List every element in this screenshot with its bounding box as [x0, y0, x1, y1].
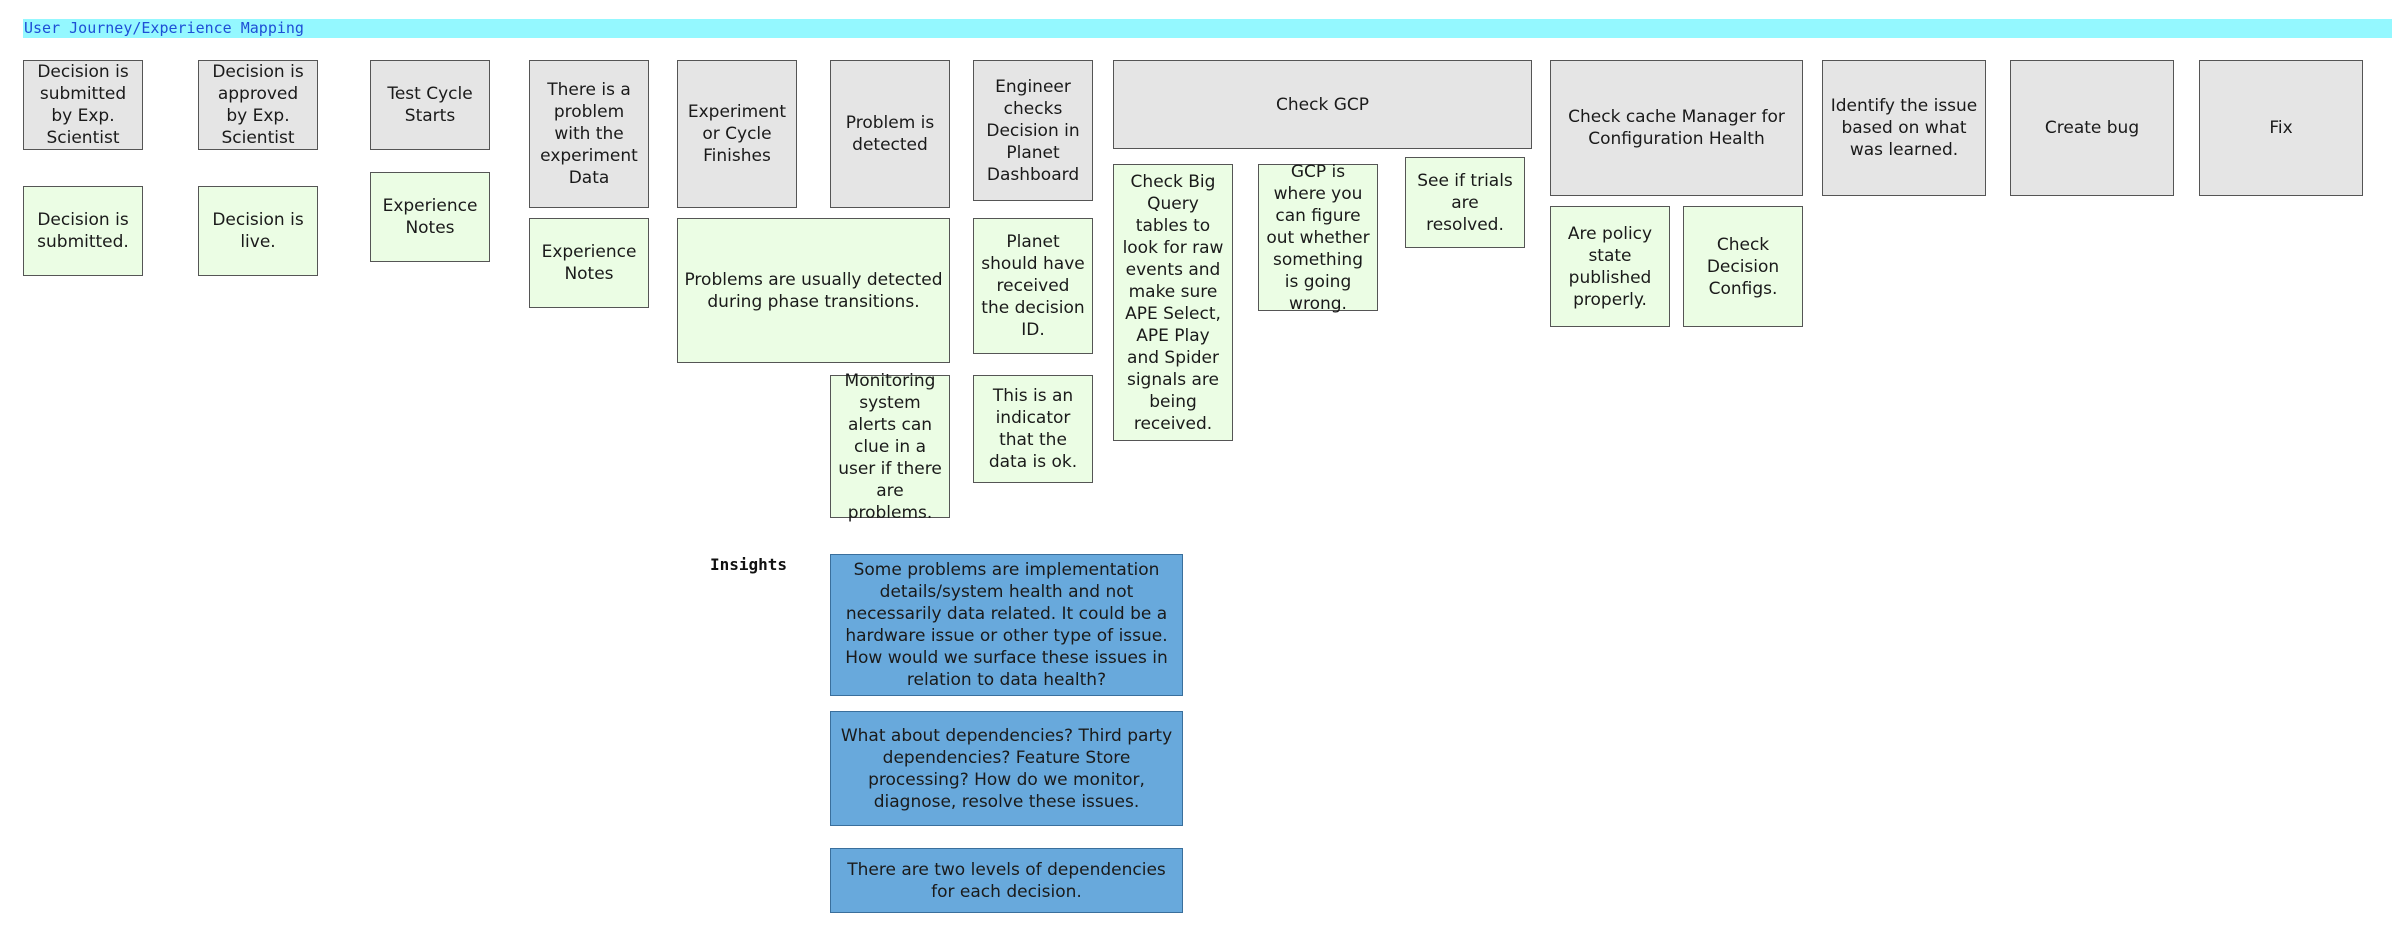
insight-note-dependencies[interactable]: What about dependencies? Third party dep… — [830, 711, 1183, 826]
step-note-test-cycle[interactable]: Test Cycle Starts — [370, 60, 490, 150]
experience-note-live[interactable]: Decision is live. — [198, 186, 318, 276]
experience-note-data-ok[interactable]: This is an indicator that the data is ok… — [973, 375, 1093, 483]
experience-note-decision-configs[interactable]: Check Decision Configs. — [1683, 206, 1803, 327]
experience-note-monitoring-alerts[interactable]: Monitoring system alerts can clue in a u… — [830, 371, 950, 523]
step-note-problem-detected[interactable]: Problem is detected — [830, 60, 950, 208]
step-note-submitted[interactable]: Decision is submitted by Exp. Scientist — [23, 60, 143, 150]
insight-note-dependency-levels[interactable]: There are two levels of dependencies for… — [830, 848, 1183, 913]
insights-label: Insights — [710, 555, 788, 574]
experience-note-submitted[interactable]: Decision is submitted. — [23, 186, 143, 276]
experience-note-gcp-diagnosis[interactable]: GCP is where you can figure out whether … — [1258, 162, 1378, 314]
step-note-fix[interactable]: Fix — [2199, 60, 2363, 196]
experience-note-phase-transitions[interactable]: Problems are usually detected during pha… — [677, 218, 950, 363]
page-title: User Journey/Experience Mapping — [24, 19, 304, 37]
experience-note-placeholder[interactable]: Experience Notes — [370, 172, 490, 262]
step-note-check-gcp[interactable]: Check GCP — [1113, 60, 1532, 149]
step-note-planet-dashboard[interactable]: Engineer checks Decision in Planet Dashb… — [973, 60, 1093, 201]
experience-note-big-query[interactable]: Check Big Query tables to look for raw e… — [1113, 164, 1233, 441]
step-note-data-problem[interactable]: There is a problem with the experiment D… — [529, 60, 649, 208]
header-bar — [23, 19, 2392, 38]
step-note-cache-manager[interactable]: Check cache Manager for Configuration He… — [1550, 60, 1803, 196]
step-note-identify-issue[interactable]: Identify the issue based on what was lea… — [1822, 60, 1986, 196]
step-note-cycle-finishes[interactable]: Experiment or Cycle Finishes — [677, 60, 797, 208]
step-note-approved[interactable]: Decision is approved by Exp. Scientist — [198, 60, 318, 150]
step-note-create-bug[interactable]: Create bug — [2010, 60, 2174, 196]
experience-note-trials-resolved[interactable]: See if trials are resolved. — [1405, 157, 1525, 248]
experience-note-policy-state[interactable]: Are policy state published properly. — [1550, 206, 1670, 327]
insight-note-system-health[interactable]: Some problems are implementation details… — [830, 554, 1183, 696]
experience-note-placeholder[interactable]: Experience Notes — [529, 218, 649, 308]
experience-note-decision-id[interactable]: Planet should have received the decision… — [973, 218, 1093, 354]
